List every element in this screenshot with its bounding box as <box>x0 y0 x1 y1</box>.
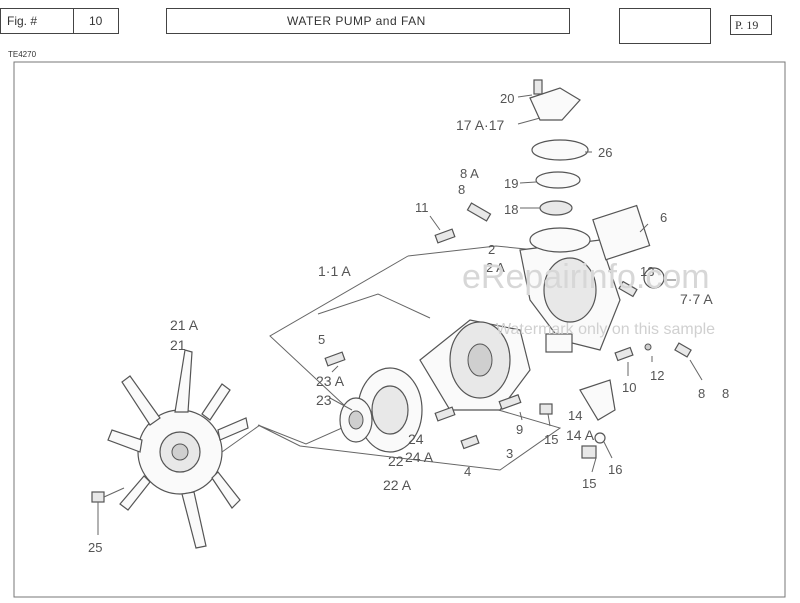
callout-22: 22 <box>388 453 404 469</box>
page-number: P. 19 <box>735 18 759 32</box>
callout-17: 17 A·17 <box>456 117 504 133</box>
pump-body-part <box>419 204 651 411</box>
leader-lines <box>329 94 703 473</box>
callout-25: 25 <box>88 540 102 555</box>
callout-14a: 14 A <box>566 427 595 443</box>
callout-22a: 22 A <box>383 477 412 493</box>
callout-21a: 21 A <box>170 317 199 333</box>
callout-23a: 23 A <box>316 373 345 389</box>
fig-number: 10 <box>89 14 103 28</box>
bracket-line-5 <box>317 293 431 319</box>
fan-part <box>107 349 261 549</box>
callout-19: 19 <box>504 176 518 191</box>
callout-8-right2: 8 <box>722 386 729 401</box>
callout-11: 11 <box>415 200 429 215</box>
callout-2a: 2 A <box>486 260 505 275</box>
callout-21: 21 <box>170 337 186 353</box>
bolt-25 <box>91 487 125 535</box>
callout-14: 14 <box>568 408 582 423</box>
callout-16: 16 <box>608 462 622 477</box>
page-number-box: P. 19 <box>730 15 772 35</box>
callout-9: 9 <box>516 422 523 437</box>
group-bracket-1 <box>257 255 562 471</box>
diagram-frame <box>13 61 786 598</box>
callout-23: 23 <box>316 392 332 408</box>
fig-label: Fig. # <box>7 14 38 28</box>
blank-box <box>619 8 711 44</box>
page-title: WATER PUMP and FAN <box>287 14 426 28</box>
callout-4: 4 <box>464 464 471 479</box>
fig-number-box: 10 <box>73 8 119 34</box>
callout-8a-top: 8 A <box>460 166 479 181</box>
callout-24a: 24 A <box>405 449 434 465</box>
callout-12: 12 <box>650 368 664 383</box>
callouts: 20 17 A·17 26 8 A 8 19 18 11 6 2 2 A 13 … <box>88 91 729 555</box>
watermark-site: eRepairinfo.com <box>462 258 710 296</box>
callout-13: 13 <box>640 264 654 279</box>
callout-8-top: 8 <box>458 182 465 197</box>
callout-8-right: 8 <box>698 386 705 401</box>
callout-24: 24 <box>408 431 424 447</box>
callout-3: 3 <box>506 446 513 461</box>
title-box: WATER PUMP and FAN <box>166 8 570 34</box>
watermark-note: Watermark only on this sample <box>496 321 715 338</box>
callout-7: 7·7 A <box>680 291 713 307</box>
fig-label-box: Fig. # <box>0 8 74 34</box>
callout-6: 6 <box>660 210 667 225</box>
bolts <box>324 202 692 459</box>
pulley-part <box>339 367 423 453</box>
callout-10: 10 <box>622 380 636 395</box>
thermostat-housing-parts <box>529 79 589 216</box>
callout-20: 20 <box>500 91 514 106</box>
drawing-code: TE4270 <box>8 50 37 59</box>
callout-2: 2 <box>488 242 495 257</box>
callout-15b: 15 <box>582 476 596 491</box>
callout-1: 1·1 A <box>318 263 351 279</box>
callout-18: 18 <box>504 202 518 217</box>
bracket-14 <box>579 379 616 421</box>
callout-26: 26 <box>598 145 612 160</box>
callout-15a: 15 <box>544 432 558 447</box>
callout-5: 5 <box>318 332 325 347</box>
